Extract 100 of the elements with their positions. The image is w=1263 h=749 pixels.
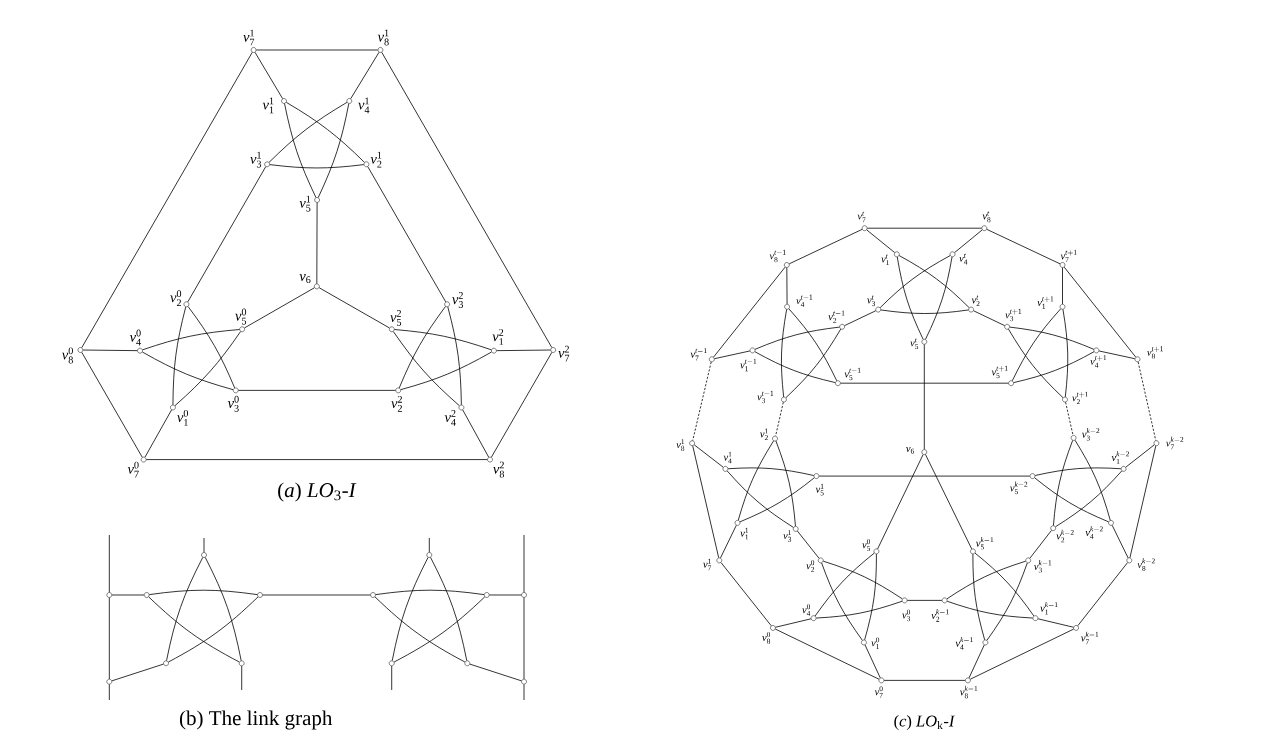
graph-edge: [864, 644, 881, 679]
graph-edge: [111, 663, 164, 682]
graph-edge: [142, 329, 240, 351]
graph-edge: [269, 164, 365, 169]
graph-edge: [720, 562, 772, 627]
vertex-label: $v_8^2$: [493, 461, 505, 478]
graph-edge: [523, 684, 525, 701]
graph-edge: [523, 597, 525, 680]
graph-edge: [946, 560, 1026, 600]
graph-edge: [381, 51, 553, 348]
vertex-label: $v_3^1$: [783, 530, 792, 542]
vertex-label: $v_1^{k-1}$: [1040, 601, 1058, 615]
graph-edge: [714, 350, 751, 360]
graph-edge: [822, 560, 903, 600]
vertex-label: $v_1^1$: [262, 97, 274, 114]
graph-edge: [1125, 444, 1155, 468]
graph-edge: [1037, 618, 1074, 628]
graph-edge: [785, 328, 842, 399]
vertex-label: $v_7^2$: [558, 345, 570, 362]
graph-edge: [81, 51, 253, 348]
vertex-label: $v_5^{k-2}$: [1009, 481, 1028, 495]
graph-edge: [149, 589, 258, 595]
graph-edge: [268, 102, 348, 163]
graph-edge: [254, 51, 283, 100]
graph-edge: [775, 618, 812, 628]
graph-edge: [844, 310, 877, 326]
graph-edge: [968, 644, 985, 679]
subfigure-caption: (b) The link graph: [179, 710, 333, 730]
graph-edge: [1063, 266, 1137, 358]
vertex-label: $v_3^{k-1}$: [1033, 560, 1052, 573]
graph-edge: [367, 166, 447, 303]
graph-edge: [727, 467, 815, 476]
graph-edge: [739, 477, 815, 523]
graph-edge: [317, 103, 350, 198]
vertex-label: $v_2^0$: [806, 560, 815, 572]
vertex-label: $v_2^2$: [391, 395, 402, 412]
vertex-label: $v_4^2$: [444, 410, 456, 426]
graph-edge: [241, 665, 243, 691]
subfigure-caption: (c) LO$_{k}$-I: [894, 715, 955, 730]
graph-edge: [523, 534, 525, 593]
graph-edge: [393, 596, 486, 663]
graph-edge: [391, 557, 429, 661]
graph-edge: [925, 454, 973, 550]
vertex-label: $v_4^1$: [358, 97, 370, 114]
graph-edge: [754, 326, 840, 350]
vertex-label: $v_1^{t-1}$: [740, 358, 757, 372]
graph-edge: [970, 628, 1075, 680]
vertex-label: $v_5^{t-1}$: [844, 367, 861, 381]
graph-edge: [316, 202, 318, 285]
graph-edge: [864, 553, 877, 641]
vertex-label: $v_2^{t-1}$: [828, 310, 845, 323]
graph-edge: [81, 351, 143, 458]
graph-edge: [428, 537, 430, 553]
graph-edge: [166, 557, 204, 661]
graph-edge: [108, 534, 110, 593]
vertex-label: $v_8^{t+1}$: [1147, 346, 1163, 359]
vertex-label: $v_2^{k-2}$: [1056, 529, 1074, 543]
vertex-label: $v_2^0$: [170, 290, 182, 307]
graph-edge: [203, 537, 205, 553]
graph-edge: [797, 530, 820, 559]
graph-edge: [906, 600, 943, 601]
graph-edge: [394, 329, 492, 351]
graph-edge: [255, 49, 379, 51]
vertex-label: $v_7^{t-1}$: [690, 348, 707, 361]
vertex-label: $v_4^1$: [723, 451, 732, 464]
vertex-label: $v_7^0$: [874, 686, 883, 698]
graph-edge: [866, 227, 982, 229]
graph-edge: [168, 596, 259, 663]
graph-edge: [814, 552, 875, 617]
graph-edge: [1009, 326, 1095, 350]
graph-edge: [840, 382, 1009, 384]
vertex-label: $v_4^0$: [802, 604, 811, 616]
graph-edge: [1129, 445, 1157, 559]
graph-edge: [284, 103, 317, 198]
vertex-label: $v_7^t$: [857, 211, 866, 223]
vertex-label: $v_5^{t+1}$: [991, 365, 1008, 379]
graph-edge: [883, 680, 966, 681]
vertex-label: $v_7^{k-1}$: [1080, 631, 1099, 645]
graph-edge: [1053, 440, 1074, 526]
vertex-label: $v_2^{t+1}$: [1072, 391, 1088, 405]
graph-edge: [142, 351, 234, 391]
graph-edge: [1077, 562, 1128, 627]
vertex-label: $v_3^0$: [227, 395, 239, 412]
graph-edge: [375, 589, 485, 595]
graph-edge: [204, 557, 242, 661]
vertex-label: $v_2^t$: [971, 295, 980, 307]
graph-edge: [489, 594, 522, 596]
graph-edge: [430, 557, 468, 661]
graph-edge: [775, 440, 796, 527]
graph-edge: [866, 229, 896, 253]
vertex-label: $v_5^1$: [815, 483, 824, 496]
graph-edge: [1008, 328, 1064, 399]
graph-edge: [786, 267, 788, 305]
graph-edge: [821, 562, 863, 641]
graph-edge: [781, 309, 788, 398]
graph-edge: [720, 524, 737, 559]
graph-edge: [879, 255, 951, 309]
graph-edge: [818, 475, 1031, 477]
vertex-label: $v_8^1$: [377, 29, 389, 46]
graph-edge: [491, 351, 553, 458]
